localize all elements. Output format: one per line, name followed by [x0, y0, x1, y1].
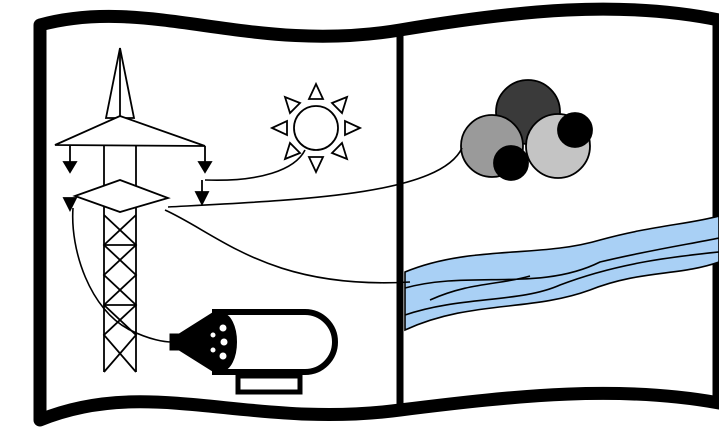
atom-black-right: [557, 112, 593, 148]
connection-lines: [71, 147, 463, 343]
sun-connection-line: [204, 149, 306, 182]
atom-black-left: [493, 145, 529, 181]
machine-connection-line: [71, 207, 173, 343]
molecule-connection-line: [167, 147, 463, 208]
river-icon: [404, 215, 719, 332]
machine-base: [235, 373, 303, 395]
molecule-icon: [460, 79, 593, 181]
machine-body: [212, 309, 338, 375]
turbine-machine-icon: [169, 309, 338, 395]
river-connection-line: [164, 209, 411, 284]
sun-icon: [269, 81, 363, 175]
wavy-flag-frame-icon: [33, 2, 719, 427]
power-tower-icon: [54, 47, 213, 373]
